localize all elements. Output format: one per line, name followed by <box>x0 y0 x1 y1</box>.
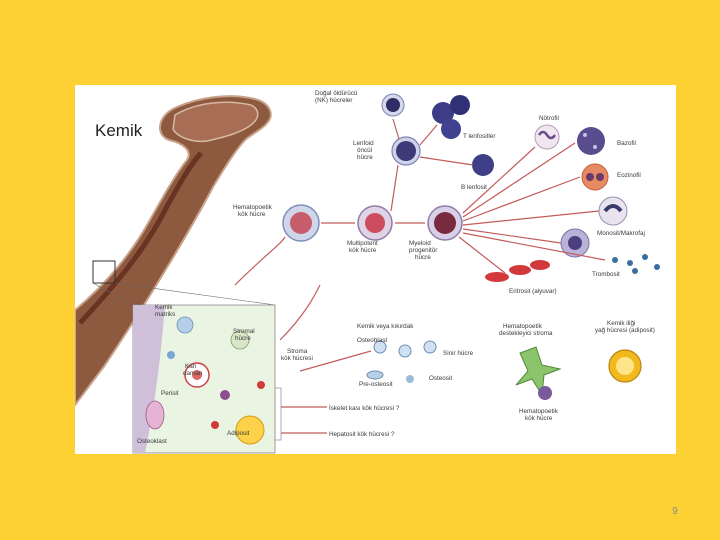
t-lymphocytes <box>432 95 470 139</box>
hepatocyte-label: Hepatosit kök hücresi ? <box>329 431 395 438</box>
bone-head-spongy <box>172 101 259 143</box>
myeloid-label-3: hücre <box>415 254 431 261</box>
hsc-support-stroma-cell <box>515 346 562 400</box>
chondrocyte-label: Sinir hücre <box>443 350 474 357</box>
b-lymph-label: B lenfosit <box>461 184 487 191</box>
osteoclast-label: Osteoklast <box>137 438 167 445</box>
hsc-support-label-2: destekleyici stroma <box>499 330 553 337</box>
neutrophil-cell <box>534 124 560 150</box>
t-lymph-label: T lenfositler <box>463 133 495 140</box>
page-number: 9 <box>672 506 678 517</box>
figure-title: Kemik <box>95 121 143 140</box>
hsc-support-label-1: Hematopoetik <box>503 323 543 330</box>
eosinophil-label: Eozinofil <box>617 172 641 179</box>
erythrocytes <box>485 260 550 282</box>
hsc-small-label-2: kök hücre <box>525 415 553 422</box>
myeloid-cell <box>427 205 463 241</box>
lymphoid-label-1: Lenfoid <box>353 140 374 147</box>
eosinophil-cell <box>581 163 609 191</box>
hsc-cell <box>282 204 320 242</box>
platelet-label: Trombosit <box>592 271 620 278</box>
lymphoid-label-3: hücre <box>357 154 373 161</box>
bone-shaft <box>75 95 272 407</box>
osteocyte-label: Osteosit <box>429 375 452 382</box>
bone-matrix-label-1: Kemik <box>155 304 173 311</box>
hsc-label-1: Hematopoetik <box>233 204 273 211</box>
preosteocyte-label: Pre-osteosit <box>359 381 393 388</box>
multipotent-label-1: Multipotent <box>347 240 378 247</box>
adipocyte-inset-label: Adiposit <box>227 430 250 437</box>
skeletal-muscle-label: İskelet kası kök hücresi ? <box>329 403 400 412</box>
bone-matrix-label-2: matriks <box>155 311 175 318</box>
erythrocyte-label: Eritrosit (alyuvar) <box>509 288 557 295</box>
bone-marrow-diagram: Kemik Doğal öldürücü (NK) hücreler T len… <box>75 85 676 454</box>
lymphoid-cell <box>391 136 421 166</box>
marrow-adipocyte <box>608 349 642 383</box>
neutrophil-label: Nötrofil <box>539 115 559 122</box>
platelets <box>612 254 660 274</box>
blood-vessel-label-1: Kan <box>185 363 197 370</box>
stromal-stem-label-1: Stroma <box>287 348 308 355</box>
osteoblast-label: Osteoblast <box>357 337 387 344</box>
diagram-canvas: Kemik Doğal öldürücü (NK) hücreler T len… <box>75 90 660 454</box>
hsc-small-label-1: Hematopoetik <box>519 408 559 415</box>
multipotent-label-2: kök hücre <box>349 247 377 254</box>
adipocyte-label-2: yağ hücresi (adiposit) <box>595 327 655 334</box>
hsc-label-2: kök hücre <box>238 211 266 218</box>
monocyte-label: Monosit/Makrofaj <box>597 230 645 237</box>
myeloid-label-2: progenitör <box>409 247 437 254</box>
bone-lining-label: Kemik veya kıkırdak <box>357 323 414 330</box>
lineage-arrows <box>234 118 606 434</box>
stromal-cell-label-2: hücre <box>235 335 251 342</box>
multipotent-cell <box>357 205 393 241</box>
nk-cell <box>381 93 405 117</box>
nk-label-2: (NK) hücreler <box>315 97 352 104</box>
monocyte-cells <box>560 196 628 258</box>
nk-label-1: Doğal öldürücü <box>315 90 358 97</box>
myeloid-label-1: Myeloid <box>409 240 431 247</box>
b-lymphocyte <box>472 154 494 176</box>
stromal-lineage-cells <box>366 340 437 383</box>
stromal-cell-label-1: Stromal <box>233 328 255 335</box>
adipocyte-label-1: Kemik iliği <box>607 320 635 327</box>
inset-bone-edge <box>133 305 165 453</box>
zoom-box <box>92 260 116 284</box>
pericyte-label: Perisit <box>161 390 179 397</box>
marrow-cavity <box>78 151 203 325</box>
stromal-stem-label-2: kök hücresi <box>281 355 313 362</box>
inset-cells <box>145 316 265 445</box>
basophil-label: Bazofil <box>617 140 636 147</box>
lymphoid-label-2: öncül <box>357 147 372 154</box>
basophil-cell <box>577 127 605 155</box>
blood-vessel-label-2: damarı <box>183 370 203 377</box>
